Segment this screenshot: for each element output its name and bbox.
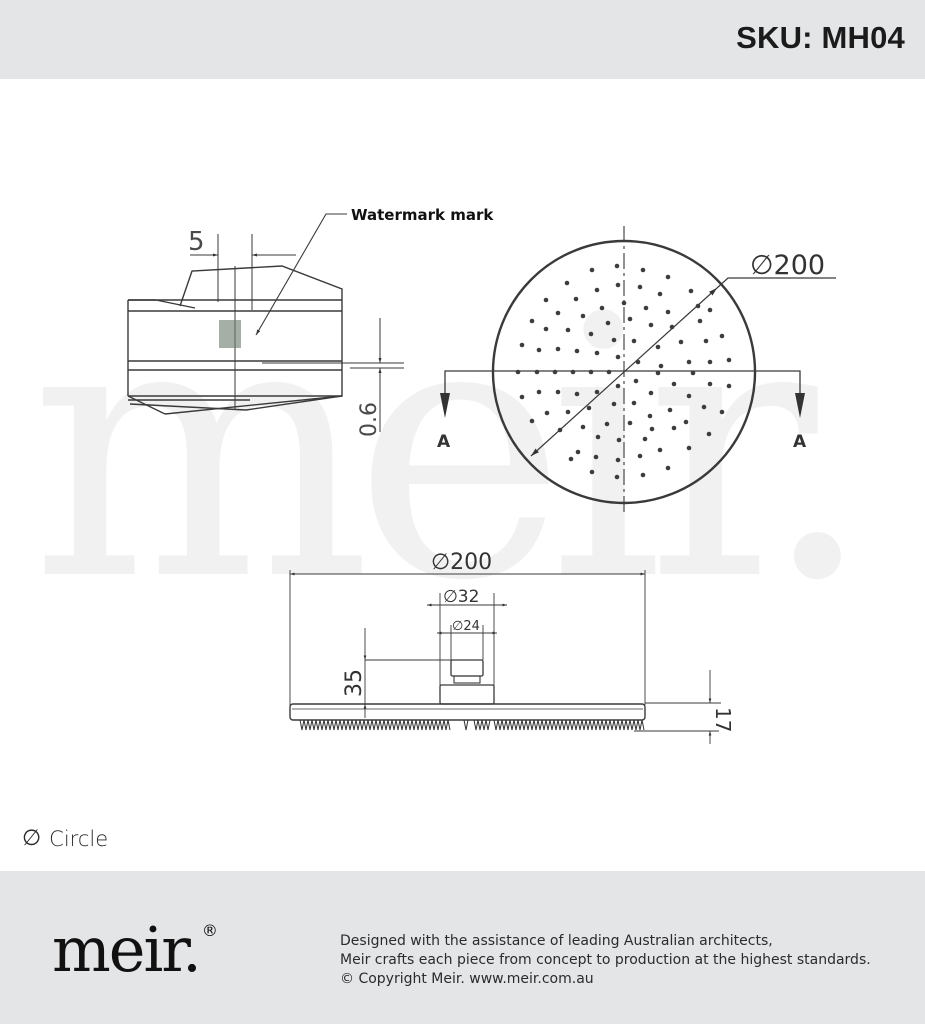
head-thickness-label: 17 [711,707,735,732]
front-overall-diameter-label: ∅200 [431,550,492,575]
connector-diameter-label: ∅24 [452,619,480,634]
technical-drawing: 5 Watermark mark 0.6 ∅200 A A [127,206,836,744]
dim-thickness-label: 0.6 [357,402,382,437]
footer [0,871,925,1024]
tagline-line-1: Designed with the assistance of leading … [340,933,773,949]
dim-width-label: 5 [188,227,205,257]
legend: ∅ Circle [22,826,108,851]
copyright-line: © Copyright Meir. www.meir.com.au [340,971,594,987]
height-dimension-label: 35 [342,669,367,697]
meir-logo: meir. ® [52,919,218,981]
side-view [127,213,404,432]
top-view-diameter-label: ∅200 [750,250,825,281]
watermark-callout-label: Watermark mark [351,206,494,224]
spray-nozzle-row [299,719,645,731]
legend-label: Circle [49,826,109,851]
top-view [440,226,836,515]
footer-tagline: Designed with the assistance of leading … [340,932,871,989]
section-marker-left: A [437,432,451,452]
diameter-symbol-icon: ∅ [22,826,42,851]
registered-mark: ® [201,921,218,940]
header-bar: SKU: MH04 [0,0,925,79]
sku-label: SKU: MH04 [736,20,905,55]
section-marker-right: A [793,432,807,452]
spray-nozzle-dots [515,263,732,480]
tagline-line-2: Meir crafts each piece from concept to p… [340,952,871,968]
logo-text: meir. [52,913,202,986]
collar-diameter-label: ∅32 [443,587,479,607]
front-view [289,570,721,744]
